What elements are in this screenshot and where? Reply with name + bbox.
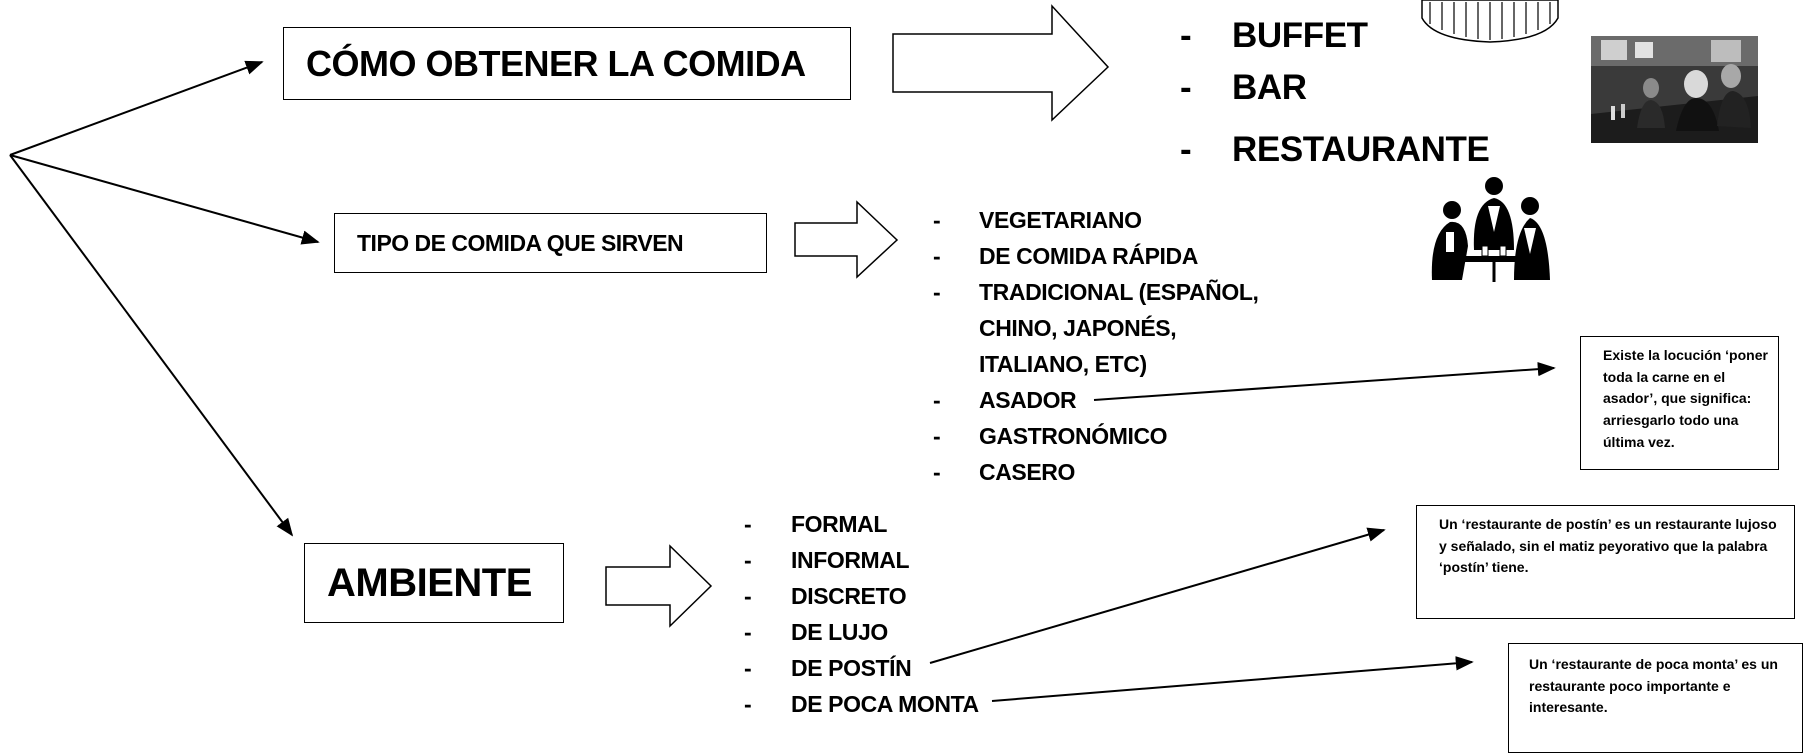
note-poca-monta: Un ‘restaurante de poca monta’ es un res… xyxy=(1508,643,1803,753)
list-item: -BUFFET xyxy=(1180,16,1368,55)
waiters-illustration xyxy=(1431,177,1550,282)
block-arrow-type xyxy=(794,200,899,279)
list-item: -FORMAL xyxy=(744,511,887,537)
list-item: -BAR xyxy=(1180,68,1307,107)
ambience-title-box: AMBIENTE xyxy=(304,543,564,623)
list-item: -DE COMIDA RÁPIDA xyxy=(933,243,1198,269)
type-list: -VEGETARIANO -DE COMIDA RÁPIDA -TRADICIO… xyxy=(933,202,1259,490)
branch-arrow-ambience xyxy=(9,154,294,537)
block-arrow-ambience xyxy=(605,544,713,628)
obtain-list: -BUFFET -BAR -RESTAURANTE xyxy=(1180,10,1490,176)
type-title: TIPO DE COMIDA QUE SIRVEN xyxy=(357,229,684,256)
ambience-title: AMBIENTE xyxy=(327,560,532,605)
list-item-continuation: ITALIANO, ETC) xyxy=(979,351,1147,377)
branch-arrow-obtain xyxy=(9,60,264,156)
obtain-title: CÓMO OBTENER LA COMIDA xyxy=(306,42,806,84)
list-item: -VEGETARIANO xyxy=(933,207,1142,233)
type-title-box: TIPO DE COMIDA QUE SIRVEN xyxy=(334,213,767,273)
note-postin-text: Un ‘restaurante de postín’ es un restaur… xyxy=(1439,516,1777,576)
list-item-continuation: CHINO, JAPONÉS, xyxy=(979,315,1177,341)
obtain-title-box: CÓMO OBTENER LA COMIDA xyxy=(283,27,851,100)
list-item: -GASTRONÓMICO xyxy=(933,423,1168,449)
list-item: -TRADICIONAL (ESPAÑOL, xyxy=(933,279,1259,305)
list-item: -DE LUJO xyxy=(744,619,888,645)
list-item: -DISCRETO xyxy=(744,583,907,609)
note-asador-text: Existe la locución ‘poner toda la carne … xyxy=(1603,347,1768,450)
note-arrow-poca-monta xyxy=(991,656,1474,702)
list-item: -DE POCA MONTA xyxy=(744,691,979,717)
buffet-illustration xyxy=(1421,0,1559,43)
ambience-list: -FORMAL -INFORMAL -DISCRETO -DE LUJO -DE… xyxy=(744,506,979,722)
list-item: -CASERO xyxy=(933,459,1076,485)
list-item: -INFORMAL xyxy=(744,547,910,573)
list-item: -ASADOR xyxy=(933,387,1077,413)
note-poca-monta-text: Un ‘restaurante de poca monta’ es un res… xyxy=(1529,656,1778,716)
note-postin: Un ‘restaurante de postín’ es un restaur… xyxy=(1416,505,1795,619)
note-arrow-asador xyxy=(1093,361,1556,401)
list-item: -RESTAURANTE xyxy=(1180,130,1490,169)
list-item: -DE POSTÍN xyxy=(744,655,912,681)
note-asador: Existe la locución ‘poner toda la carne … xyxy=(1580,336,1779,470)
block-arrow-obtain xyxy=(892,4,1110,122)
branch-arrow-type xyxy=(9,154,320,245)
bar-photo xyxy=(1591,36,1758,143)
note-arrow-postin xyxy=(929,527,1386,664)
